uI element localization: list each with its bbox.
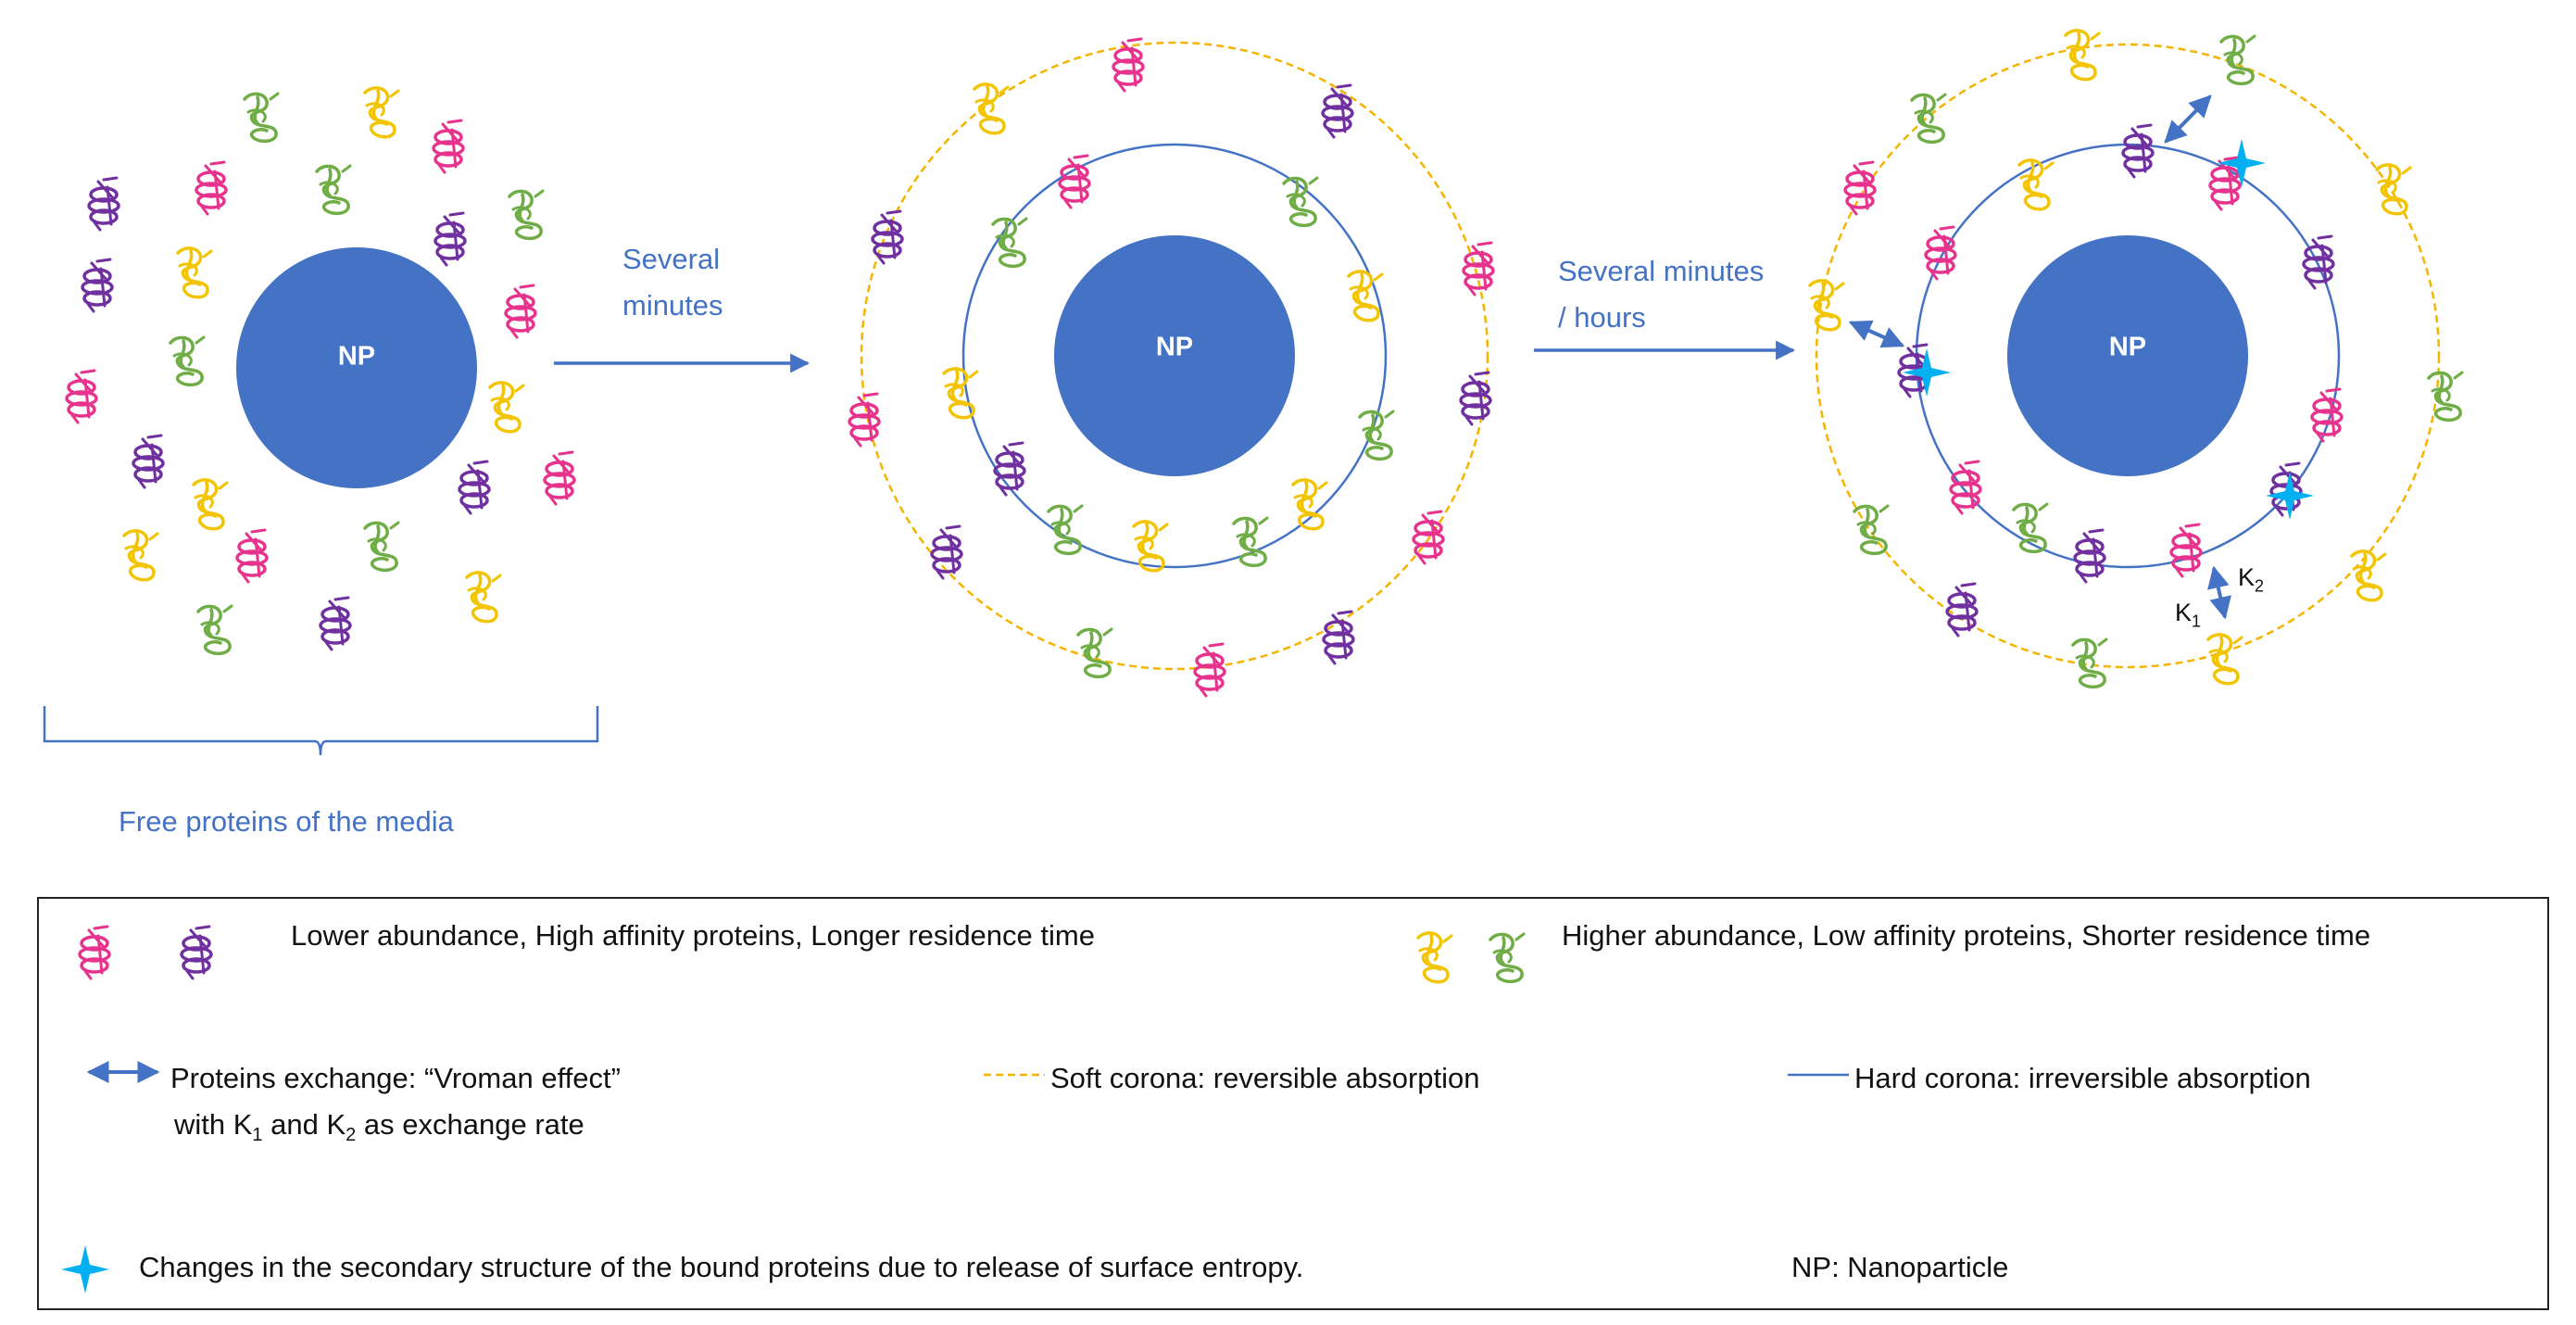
legend-hard-corona-line <box>1788 1073 1849 1077</box>
legend-exchange-text-line1: Proteins exchange: “Vroman effect” <box>170 1062 621 1094</box>
legend-structure-change-icon <box>61 1245 109 1293</box>
np-label-1: NP <box>337 341 376 372</box>
np-label-2: NP <box>1155 332 1194 362</box>
k2-sub: 2 <box>2255 576 2265 596</box>
stage-1-free-proteins <box>43 86 599 756</box>
arrow2-label-line1: Several minutes <box>1558 255 1765 287</box>
soft-corona-ring-2 <box>860 41 1489 671</box>
k2-base: K <box>2238 563 2256 591</box>
legend-structure-change-text: Changes in the secondary structure of th… <box>139 1251 1304 1283</box>
nanoparticle-2 <box>1054 235 1295 476</box>
k1-label: K1 <box>2175 599 2201 631</box>
k1-sub: 1 <box>2192 612 2202 631</box>
arrow1-label-line1: Several <box>622 243 721 275</box>
legend-high-affinity-text: Lower abundance, High affinity proteins,… <box>291 919 1095 952</box>
k2-label: K2 <box>2238 563 2264 596</box>
legend-low-affinity-icons <box>1416 931 1526 984</box>
exchange-k2-sub: 2 <box>346 1125 357 1146</box>
exchange-arrows <box>1848 95 2231 620</box>
legend-yellow-protein-icon <box>1416 931 1453 984</box>
legend-hard-corona-text: Hard corona: irreversible absorption <box>1854 1062 2311 1094</box>
nanoparticle-1 <box>236 247 477 488</box>
soft-corona-ring-3 <box>1815 43 2441 669</box>
legend-purple-protein-icon <box>180 925 213 980</box>
legend-green-protein-icon <box>1489 932 1526 984</box>
corona-diagram <box>43 29 2464 756</box>
legend-exchange-arrow-icon <box>86 1061 160 1083</box>
stage-3-mature-corona <box>1808 29 2464 689</box>
k1-base: K <box>2175 599 2193 626</box>
exchange-arrow-top <box>2164 95 2212 144</box>
stage-2-initial-corona <box>848 37 1495 698</box>
nanoparticle-3 <box>2007 235 2248 476</box>
exchange-arrow-left <box>1848 320 1905 348</box>
arrow1-label-line2: minutes <box>622 289 723 322</box>
legend-soft-corona-text: Soft corona: reversible absorption <box>1050 1062 1480 1094</box>
exchange-k1-sub: 1 <box>252 1125 263 1146</box>
exchange-rate-text: as exchange rate <box>356 1108 584 1141</box>
exchange-arrow-bottom <box>2207 565 2231 620</box>
arrow2-label-line2: / hours <box>1558 301 1646 334</box>
exchange-and-k: and K <box>262 1108 346 1141</box>
legend-np-definition: NP: Nanoparticle <box>1791 1251 2009 1283</box>
legend-high-affinity-icons <box>78 925 213 980</box>
legend-pink-protein-icon <box>78 925 111 980</box>
free-proteins-label: Free proteins of the media <box>119 805 454 838</box>
legend-low-affinity-text: Higher abundance, Low affinity proteins,… <box>1562 919 2371 952</box>
hard-corona-ring-2 <box>961 143 1388 569</box>
legend-exchange-text-line2: with K1 and K2 as exchange rate <box>174 1108 584 1146</box>
free-proteins-brace <box>43 706 599 756</box>
exchange-with-k: with K <box>174 1108 253 1141</box>
legend-soft-corona-line <box>984 1073 1045 1077</box>
np-label-3: NP <box>2108 332 2147 362</box>
legend-box: Lower abundance, High affinity proteins,… <box>37 897 2549 1310</box>
